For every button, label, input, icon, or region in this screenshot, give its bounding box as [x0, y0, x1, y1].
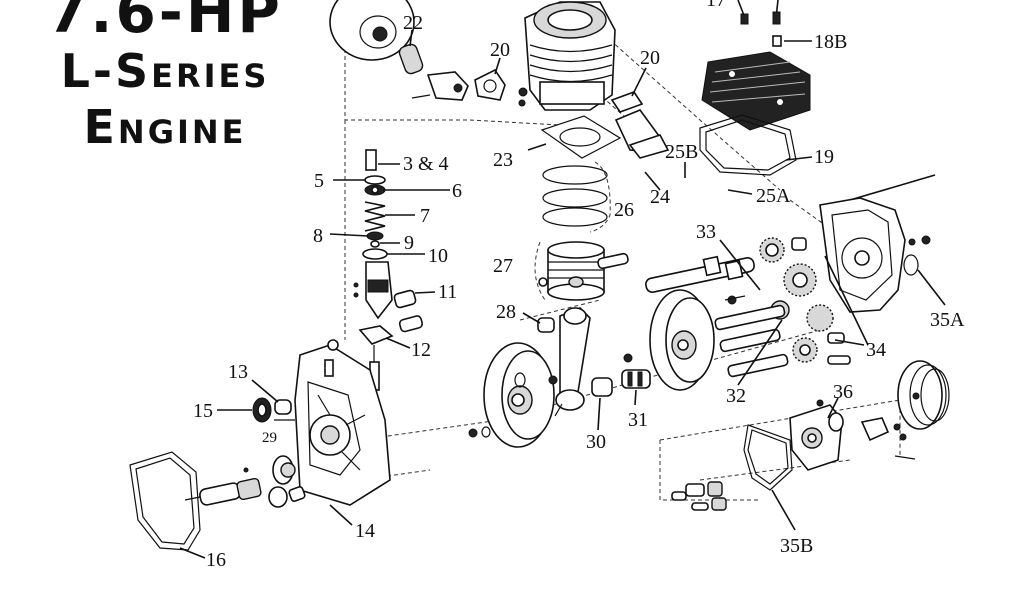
title-line-2: L-Series — [60, 44, 270, 98]
leader-lines — [179, 29, 946, 559]
label-8: 8 — [313, 225, 323, 247]
label-20-right: 20 — [640, 47, 660, 69]
label-27: 27 — [493, 255, 513, 277]
label-7: 7 — [420, 205, 430, 227]
label-9: 9 — [404, 232, 414, 254]
label-15: 15 — [193, 400, 213, 422]
label-35a: 35A — [930, 309, 965, 331]
cylinder-head-part — [701, 51, 811, 131]
label-23: 23 — [493, 149, 513, 171]
flywheel-right-part — [623, 289, 715, 391]
crankcase-part — [819, 174, 936, 313]
gear-set-part — [714, 237, 851, 378]
cover-gasket-16-part — [129, 451, 201, 551]
piston-rings-26-part — [542, 161, 611, 233]
shaft-gear-part — [184, 467, 262, 506]
head-gasket-19-part — [699, 114, 797, 176]
crankshaft-part — [645, 255, 755, 305]
title-line-1: 7.6-HP — [47, 0, 283, 46]
gear-cover-14-part — [294, 339, 391, 506]
label-35b: 35B — [780, 535, 813, 557]
piston-cylinder-part — [329, 0, 415, 61]
label-16: 16 — [206, 549, 226, 571]
label-25a: 25A — [756, 185, 791, 207]
label-20-left: 20 — [490, 39, 510, 61]
label-24: 24 — [650, 186, 670, 208]
label-32: 32 — [726, 385, 746, 407]
label-28: 28 — [496, 301, 516, 323]
label-31: 31 — [628, 409, 648, 431]
title-line-3: Engine — [83, 100, 247, 154]
label-6: 6 — [452, 180, 462, 202]
label-34: 34 — [866, 339, 886, 361]
label-13: 13 — [228, 361, 248, 383]
label-26: 26 — [614, 199, 634, 221]
pulley-part — [897, 360, 950, 430]
label-22: 22 — [403, 12, 423, 34]
base-gasket-23-part — [540, 115, 622, 159]
label-10: 10 — [428, 245, 448, 267]
label-25b: 25B — [665, 141, 698, 163]
oil-pump-gears-part — [671, 481, 727, 511]
label-14: 14 — [355, 520, 375, 542]
valve-part-11 — [358, 289, 424, 391]
label-29: 29 — [262, 430, 277, 446]
label-19: 19 — [814, 146, 834, 168]
seal-15-part — [252, 397, 295, 423]
connecting-rod-part — [537, 307, 591, 417]
valve-stack-part — [353, 149, 393, 320]
label-12: 12 — [411, 339, 431, 361]
cylinder-block-part — [518, 1, 616, 111]
label-3-and-4: 3 & 4 — [403, 153, 449, 175]
gear-29-part — [268, 455, 306, 508]
flywheel-left-part — [468, 342, 558, 448]
intake-pipe-part — [610, 91, 670, 159]
rear-gasket-35b-part — [743, 424, 793, 491]
rear-housing-part — [789, 399, 916, 471]
label-17: 17 — [706, 0, 726, 11]
part-labels: 22 20 20 17 18B 19 3 & 4 5 6 7 8 9 10 11… — [193, 0, 965, 571]
label-11: 11 — [438, 281, 457, 303]
flange-20a-part — [474, 68, 506, 101]
spark-plug-17-part — [737, 0, 812, 47]
wrist-pin-part — [597, 252, 629, 270]
label-33: 33 — [696, 221, 716, 243]
piston-27-part — [534, 241, 605, 301]
bearing-30-31-part — [591, 369, 651, 397]
label-30: 30 — [586, 431, 606, 453]
wrist-pin-22-part — [398, 43, 469, 101]
label-18b: 18B — [814, 31, 847, 53]
label-36: 36 — [833, 381, 853, 403]
label-5: 5 — [314, 170, 324, 192]
